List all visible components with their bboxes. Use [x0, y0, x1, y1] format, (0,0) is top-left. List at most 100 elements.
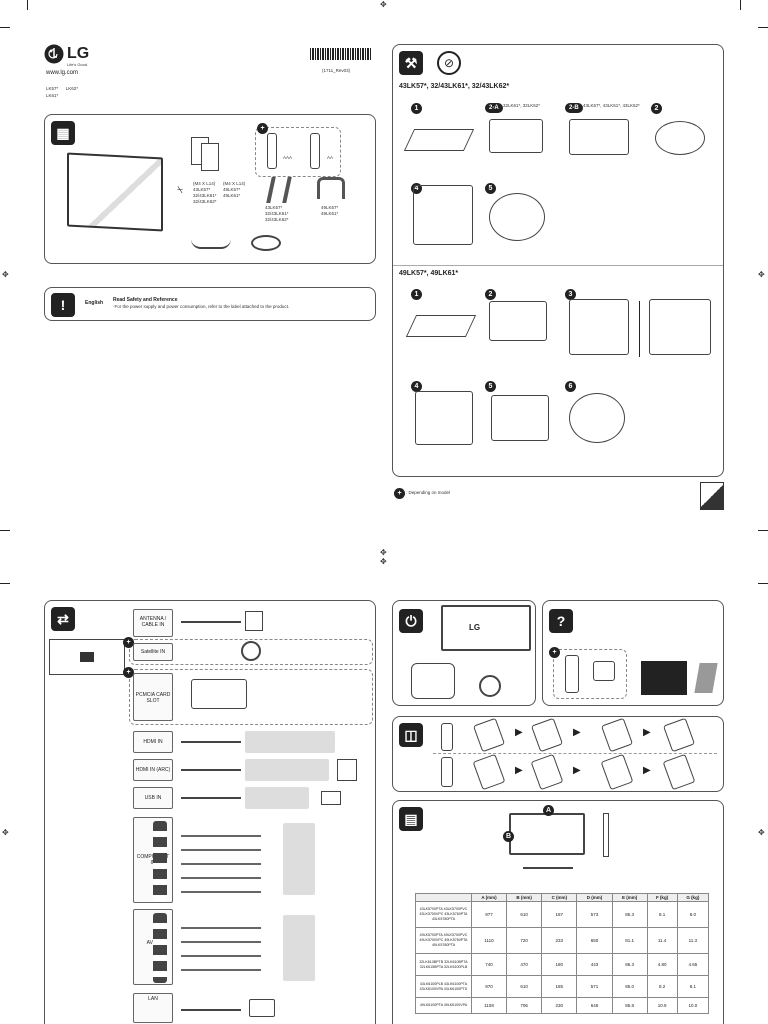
screw-size: (M4 X L14) — [193, 181, 216, 186]
port-pcmcia: PCMCIA CARD SLOT — [133, 673, 173, 721]
registration-mark: ✥ — [380, 0, 387, 9]
remote-illustration — [565, 655, 579, 693]
screw-model: 49LK57* — [223, 187, 241, 192]
screw-model: 32/43LK62* — [193, 199, 217, 204]
step-number: 2-A — [485, 103, 503, 113]
value-cell: 970 — [471, 975, 507, 998]
box-icon: ▦ — [51, 121, 75, 145]
battery-panel: ◫ ▶ ▶ ▶ ▶ ▶ ▶ — [392, 716, 724, 792]
tv-illustration — [67, 152, 163, 232]
battery-aa-label: AA — [327, 155, 334, 160]
value-cell: 8.1 — [646, 901, 678, 928]
battery-step-4 — [662, 717, 696, 753]
spec-header-cell: E (mm) — [611, 893, 648, 902]
spec-header-cell: C (mm) — [541, 893, 578, 902]
ci-card-illustration — [191, 679, 247, 709]
model-list-1: LK57* LK62* — [46, 86, 79, 91]
arrow-right-icon: ▶ — [515, 765, 523, 776]
crop-mark — [740, 0, 741, 10]
crop-mark — [0, 583, 10, 584]
battery-step-1 — [472, 753, 506, 791]
stand-model: 49LK61* — [321, 211, 339, 216]
optional-icon: + — [257, 123, 268, 134]
logo-text: LG — [67, 45, 90, 62]
value-cell: 233 — [541, 927, 578, 954]
website: www.lg.com — [46, 70, 79, 76]
hdmi-arc-cable-illustration — [181, 769, 241, 771]
assembly-models-b: 49LK57*, 49LK61* — [399, 270, 459, 277]
stand-illustration-b — [317, 177, 345, 199]
dimension-label: B — [503, 831, 514, 842]
spec-header-cell: A (mm) — [471, 893, 507, 902]
step-illustration — [413, 185, 473, 245]
value-cell: 11.3 — [676, 927, 710, 954]
table-row: 49LK6100PTA 49LK6100VPA 1108 706 230 646… — [415, 997, 710, 1014]
step-illustration — [489, 301, 547, 341]
value-cell: 720 — [505, 927, 543, 954]
help-result-icon — [694, 663, 718, 693]
value-cell: 8.0 — [676, 901, 710, 928]
step-number: 3 — [565, 289, 576, 300]
registration-mark: ✥ — [380, 548, 387, 557]
battery-step-1 — [472, 717, 506, 753]
usb-devices — [245, 787, 309, 809]
value-cell: 81.1 — [611, 927, 648, 954]
stand-model: 49LK57* — [321, 205, 339, 210]
stand-models-b: 49LK57* 49LK61* — [321, 205, 338, 217]
router-icon — [249, 999, 275, 1017]
table-row: 43LK6100PLB 43LK6100PTA 43LK6100VPA 43LK… — [415, 975, 710, 998]
hdmi-devices — [245, 731, 335, 753]
screw-size: (M4 X L14) — [223, 181, 246, 186]
value-cell: 8.1 — [676, 975, 710, 998]
safety-title: Read Safety and Reference — [113, 297, 178, 303]
optional-icon: + — [394, 488, 405, 499]
tools-icon: ⚒ — [399, 51, 423, 75]
value-cell: 8.2 — [646, 975, 678, 998]
spec-header-cell: G (kg) — [676, 893, 710, 902]
step-note: 32LK61*, 32LK62* — [503, 103, 541, 108]
stand-models-a: 43LK57* 32/43LK61* 32/43LK62* — [265, 205, 289, 223]
component-devices — [283, 823, 315, 895]
screw-spec-b: (M4 X L14) 49LK57* 49LK61* — [223, 181, 245, 199]
step-number: 4 — [411, 183, 422, 194]
remote-illustration — [593, 661, 615, 681]
value-cell: 977 — [471, 901, 507, 928]
port-lan: LAN — [133, 993, 173, 1023]
step-number: 1 — [411, 103, 422, 114]
value-cell: 85.3 — [611, 901, 648, 928]
port-antenna: ANTENNA / CABLE IN — [133, 609, 173, 637]
optional-ports-box — [129, 669, 373, 725]
port-usb: USB IN — [133, 787, 173, 809]
safety-language: English — [85, 300, 104, 306]
power-button-closeup — [411, 663, 455, 699]
step-illustration — [405, 315, 477, 337]
step-illustration — [403, 129, 475, 151]
step-divider — [639, 301, 640, 357]
help-remote-box — [553, 649, 627, 699]
assembly-panel: ⚒ ⊘ 43LK57*, 32/43LK61*, 32/43LK62* 1 2-… — [392, 44, 724, 477]
value-cell: 646 — [576, 997, 613, 1014]
value-cell: 230 — [541, 997, 578, 1014]
step-illustration — [569, 393, 625, 443]
stand-illustration-a — [266, 177, 292, 203]
step-number: 5 — [485, 183, 496, 194]
step-illustration — [655, 121, 705, 155]
antenna-house-icon — [245, 611, 263, 631]
barcode — [310, 48, 372, 60]
tv-side-illustration — [603, 813, 609, 857]
spec-header-row: A (mm) B (mm) C (mm) D (mm) E (mm) F (kg… — [415, 893, 710, 902]
optional-icon: + — [123, 667, 134, 678]
help-panel: ? + — [542, 600, 724, 706]
screw-model: 49LK61* — [223, 193, 241, 198]
tv-logo: LG — [469, 623, 481, 632]
value-cell: 86.3 — [611, 953, 648, 976]
remote-b-illustration — [441, 757, 453, 787]
step-number: 2 — [485, 289, 496, 300]
power-button-remote — [479, 675, 501, 697]
assembly-models-a: 43LK57*, 32/43LK61*, 32/43LK62* — [399, 83, 510, 90]
arrow-right-icon: ▶ — [573, 727, 581, 738]
arrow-right-icon: ▶ — [515, 727, 523, 738]
footnote: : Depending on model — [406, 490, 451, 495]
arrow-right-icon: ▶ — [643, 765, 651, 776]
value-cell: 85.0 — [611, 975, 648, 998]
